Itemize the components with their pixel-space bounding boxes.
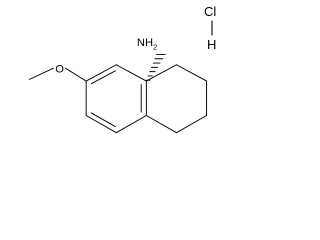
organic-cation: NH2 O xyxy=(28,37,208,134)
bond-c2-c1 xyxy=(175,64,208,82)
amine-group: NH2 xyxy=(137,37,157,51)
oxygen-atom-label: O xyxy=(55,64,64,76)
svg-text:NH2: NH2 xyxy=(137,37,157,51)
hydrochloride: Cl H xyxy=(204,4,216,52)
bond-network xyxy=(28,53,208,134)
oxygen-aryl-bond xyxy=(65,67,87,82)
aromatic-double-inner-1 xyxy=(90,70,116,85)
bond-c4a-c4 xyxy=(145,115,177,134)
structure-diagram: Cl H xyxy=(28,4,216,134)
aromatic-double-inner-3 xyxy=(90,112,116,128)
bond-c4-c3 xyxy=(175,115,208,134)
methyl-oxygen-bond xyxy=(28,67,54,80)
chlorine-atom-label: Cl xyxy=(204,4,216,19)
aromatic-bond-c8-c8a xyxy=(115,64,147,82)
amine-label: NH xyxy=(137,37,153,49)
bond-c1-c8a xyxy=(145,64,177,82)
aromatic-bond-c5-c6 xyxy=(85,115,117,134)
aromatic-bond-c4a-c5 xyxy=(115,115,147,134)
amine-subscript: 2 xyxy=(153,42,157,51)
hashed-wedge-bond xyxy=(145,53,166,81)
hydrogen-atom-label: H xyxy=(207,37,216,52)
aromatic-bond-c7-c8 xyxy=(85,64,117,82)
